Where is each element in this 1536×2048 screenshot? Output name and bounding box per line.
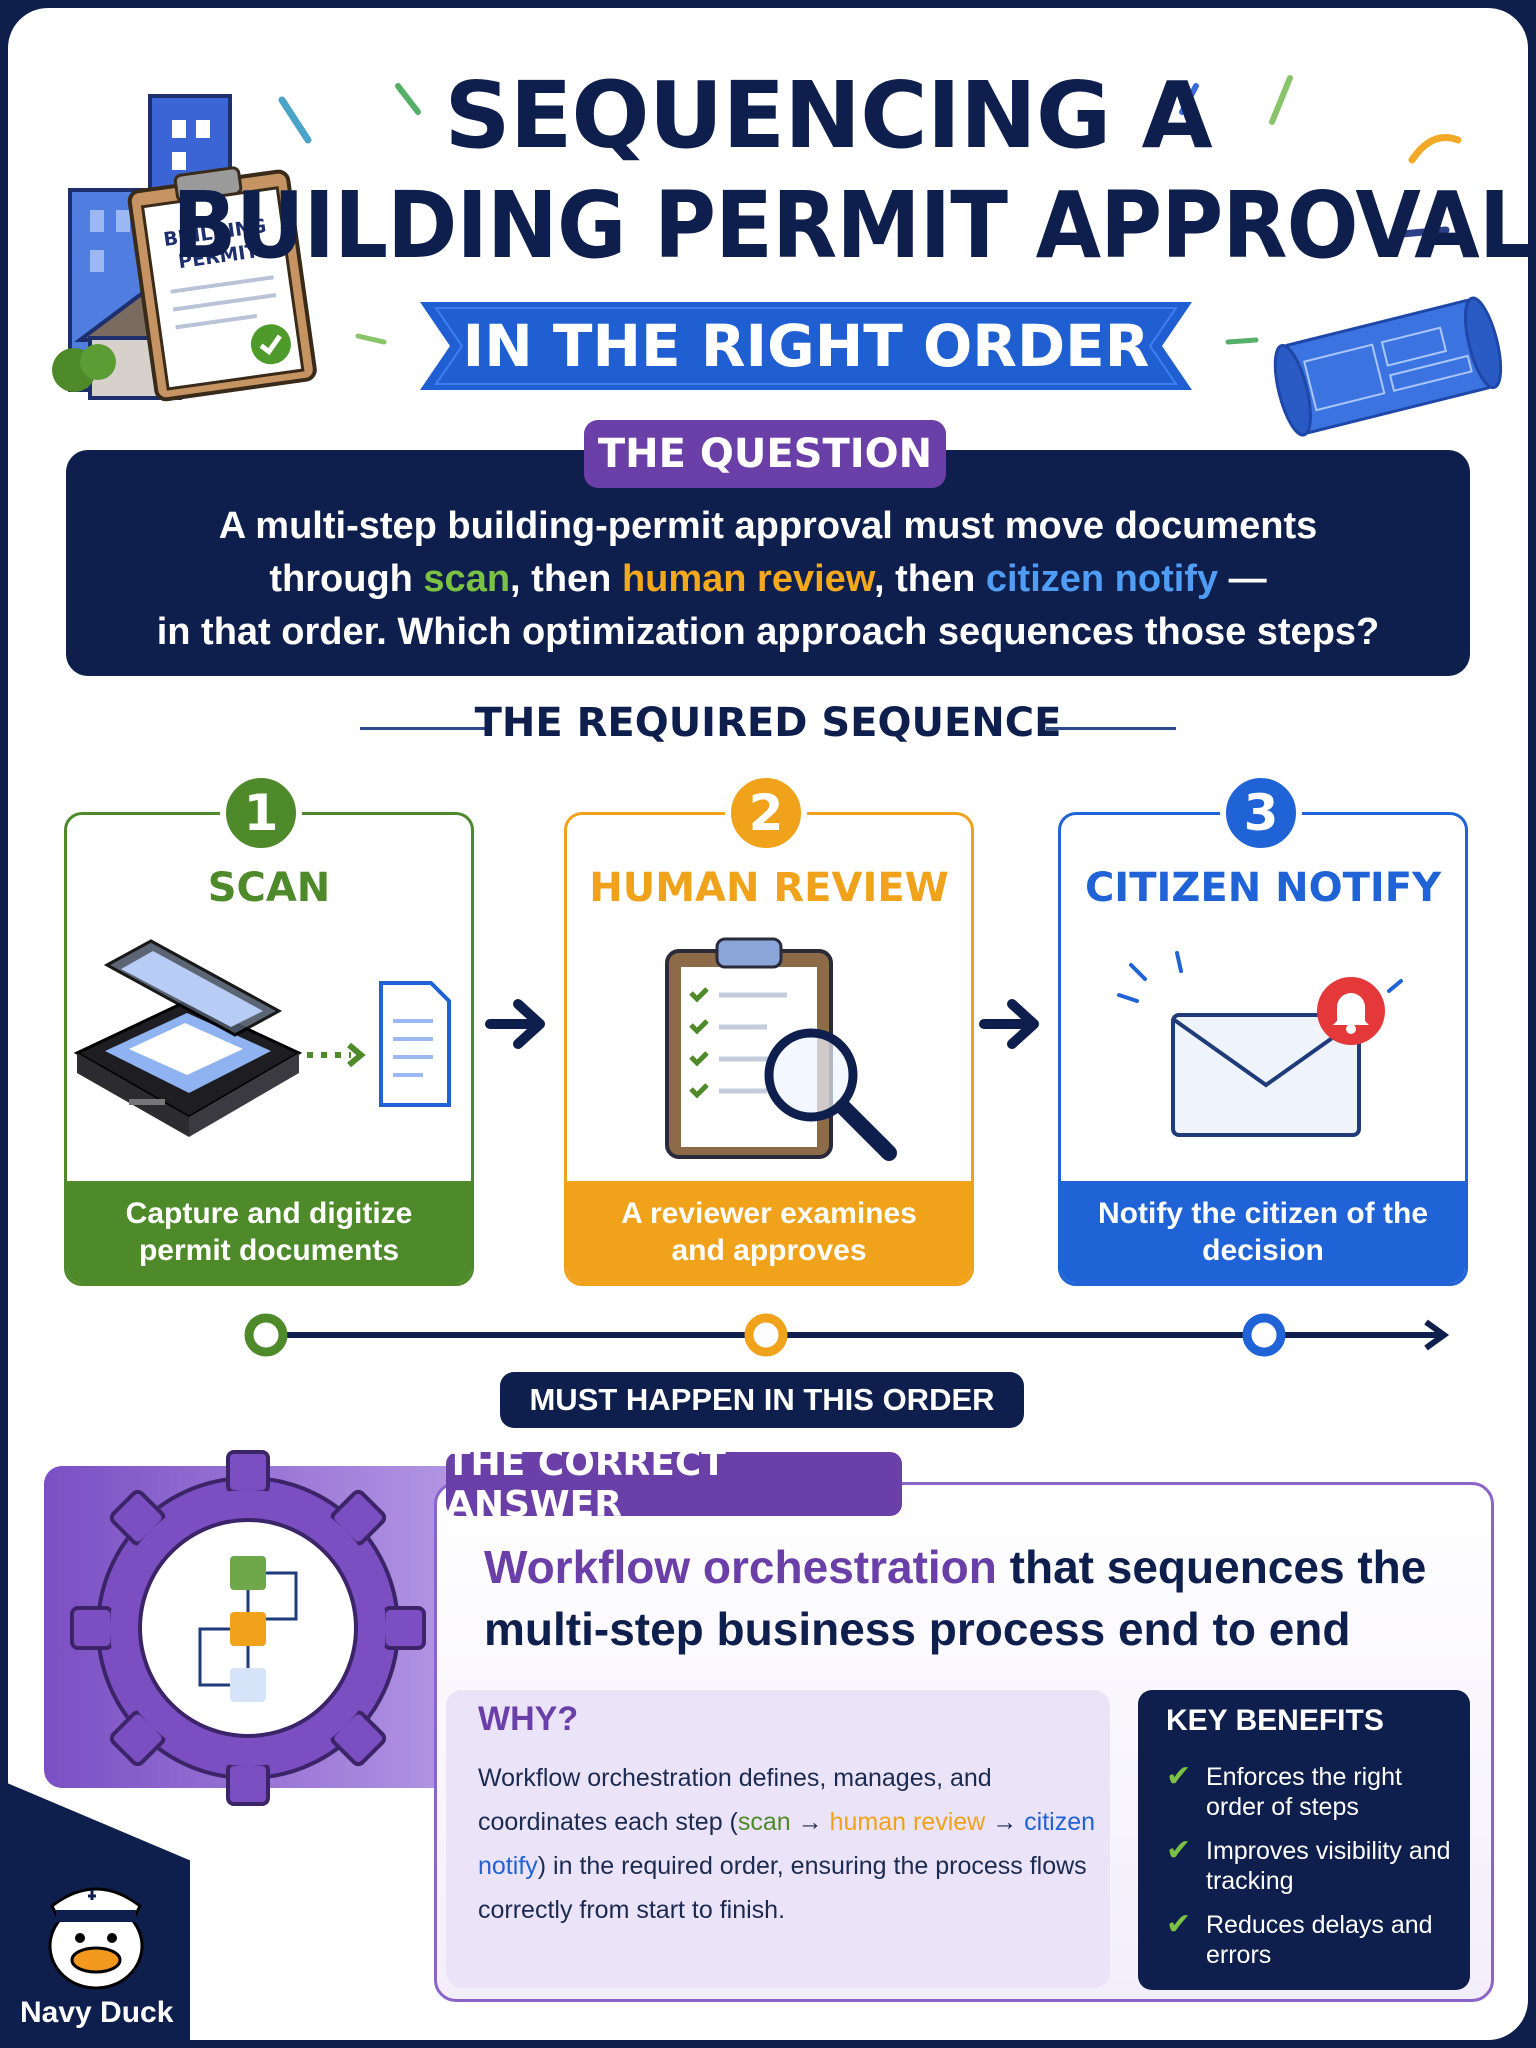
question-text-part: —: [1218, 558, 1267, 600]
why-arrow: →: [790, 1808, 830, 1836]
why-arrow: →: [985, 1808, 1025, 1836]
step-number-1: 1: [220, 772, 302, 854]
why-title: WHY?: [478, 1700, 579, 1738]
question-text-part: , then: [510, 558, 622, 600]
checkmark-icon: ✔: [1166, 1908, 1192, 1941]
answer-label: THE CORRECT ANSWER: [446, 1443, 902, 1525]
highlight-scan: scan: [423, 558, 511, 600]
benefit-text: Enforces the right order of steps: [1206, 1763, 1402, 1821]
blueprint-roll-illustration: [1273, 296, 1503, 437]
question-label: THE QUESTION: [584, 420, 946, 488]
question-text-part: , then: [873, 558, 986, 600]
step-title: SCAN: [207, 865, 331, 911]
ribbon-banner: [420, 302, 1192, 390]
benefit-item: ✔ Enforces the right order of steps: [1166, 1762, 1466, 1822]
benefit-item: ✔ Improves visibility and tracking: [1166, 1836, 1466, 1896]
step-title: CITIZEN NOTIFY: [1084, 865, 1442, 911]
step-card-human-review: HUMAN REVIEW A reviewer examines and app…: [564, 812, 974, 1286]
key-benefits-panel: [1138, 1690, 1470, 1990]
page-title-line-1: SEQUENCING A: [444, 62, 1212, 169]
question-line-3: in that order. Which optimization approa…: [156, 611, 1380, 653]
step-card-citizen-notify: CITIZEN NOTIFY Notify the citizen of the…: [1058, 812, 1468, 1286]
navy-duck-logo: [48, 1887, 144, 1990]
step-caption: A reviewer examines and approves: [567, 1181, 971, 1283]
why-scan: scan: [737, 1808, 791, 1836]
question-line-2: through scan, then human review, then ci…: [110, 553, 1426, 606]
divider-line: [360, 727, 490, 730]
benefit-text: Reduces delays and errors: [1206, 1911, 1433, 1969]
checkmark-icon: ✔: [1166, 1834, 1192, 1867]
step-number-3: 3: [1220, 772, 1302, 854]
step-card-scan: SCAN Capture and digitize permit documen…: [64, 812, 474, 1286]
confetti-decoration: [278, 75, 1462, 345]
page-title-line-2: BUILDING PERMIT APPROVAL: [172, 172, 1533, 279]
why-text: Workflow orchestration defines, manages,…: [478, 1756, 1098, 1932]
envelope-notification-icon: [1117, 951, 1403, 1137]
step-number-2: 2: [725, 772, 807, 854]
why-human-review: human review: [829, 1808, 986, 1836]
highlight-human-review: human review: [621, 558, 874, 600]
sequence-title: THE REQUIRED SEQUENCE: [474, 700, 1062, 746]
question-text-part: through: [269, 558, 424, 600]
divider-line: [1046, 727, 1176, 730]
question-text: A multi-step building-permit approval mu…: [110, 500, 1426, 659]
checkmark-icon: ✔: [1166, 1760, 1192, 1793]
arrow-right-icon: [485, 999, 545, 1049]
building-permit-illustration: BUILDING PERMIT: [52, 94, 317, 402]
step-caption: Notify the citizen of the decision: [1061, 1181, 1465, 1283]
step-title: HUMAN REVIEW: [589, 865, 949, 911]
step-caption: Capture and digitize permit documents: [67, 1181, 471, 1283]
answer-statement: Workflow orchestration that sequences th…: [484, 1536, 1484, 1660]
workflow-gear-icon: [70, 1450, 426, 1806]
order-label: MUST HAPPEN IN THIS ORDER: [500, 1372, 1024, 1428]
key-benefits-title: KEY BENEFITS: [1166, 1704, 1384, 1737]
answer-emphasis: Workflow orchestration: [484, 1541, 997, 1593]
question-line-1: A multi-step building-permit approval mu…: [218, 505, 1318, 547]
clipboard-magnifier-icon: [665, 937, 897, 1161]
benefit-text: Improves visibility and tracking: [1206, 1837, 1451, 1895]
why-text-part: ) in the required order, ensuring the pr…: [478, 1852, 1087, 1924]
answer-rest: that sequences the multi-step business p…: [484, 1541, 1427, 1655]
why-panel: [446, 1690, 1110, 1988]
ribbon-subtitle: IN THE RIGHT ORDER: [462, 312, 1150, 380]
why-text-part: Workflow orchestration defines, manages,…: [478, 1764, 992, 1836]
brand-name: Navy Duck: [20, 1996, 174, 2029]
benefit-item: ✔ Reduces delays and errors: [1166, 1910, 1466, 1970]
why-citizen-notify: citizen notify: [478, 1808, 1096, 1880]
order-timeline: [244, 1313, 1450, 1357]
highlight-citizen-notify: citizen notify: [985, 558, 1219, 600]
scanner-icon: [73, 939, 451, 1137]
arrow-right-icon: [979, 999, 1039, 1049]
